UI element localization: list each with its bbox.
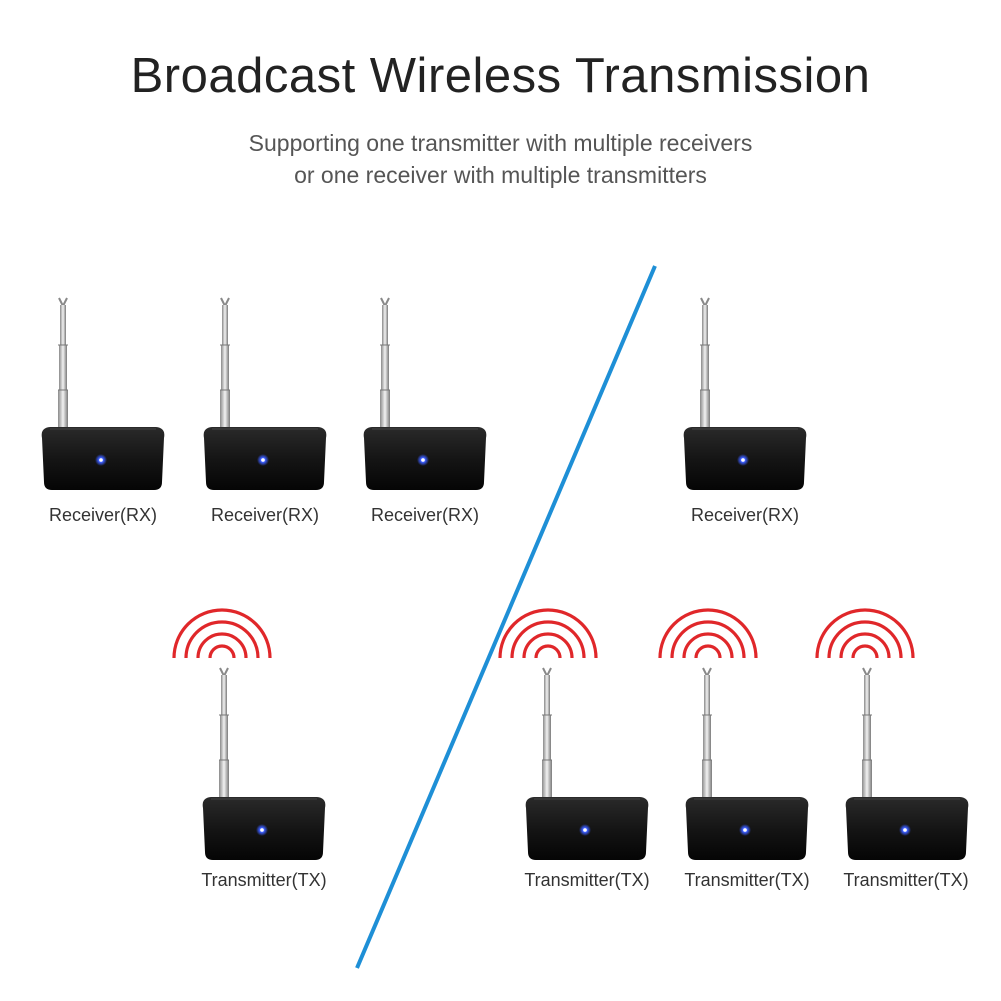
transmitter-label: Transmitter(TX) [201, 870, 327, 890]
receiver-label: Receiver(RX) [690, 505, 800, 525]
subtitle-line-1: Supporting one transmitter with multiple… [248, 130, 753, 156]
subtitle-line-2: or one receiver with multiple transmitte… [294, 162, 707, 188]
page-title: Broadcast Wireless Transmission [130, 49, 871, 103]
signal-waves-icon [658, 602, 758, 662]
transmitter-device [682, 660, 812, 890]
receiver-device [200, 290, 330, 520]
transmitter-label: Transmitter(TX) [843, 870, 969, 890]
receiver-device [38, 290, 168, 520]
receiver-label: Receiver(RX) [370, 505, 480, 525]
transmitter-label: Transmitter(TX) [524, 870, 650, 890]
receiver-device [680, 290, 810, 520]
transmitter-device [199, 660, 329, 890]
signal-waves-icon [172, 602, 272, 662]
receiver-device [360, 290, 490, 520]
receiver-label: Receiver(RX) [210, 505, 320, 525]
signal-waves-icon [815, 602, 915, 662]
receiver-label: Receiver(RX) [48, 505, 158, 525]
transmitter-device [842, 660, 972, 890]
transmitter-device [522, 660, 652, 890]
signal-waves-icon [498, 602, 598, 662]
transmitter-label: Transmitter(TX) [684, 870, 810, 890]
